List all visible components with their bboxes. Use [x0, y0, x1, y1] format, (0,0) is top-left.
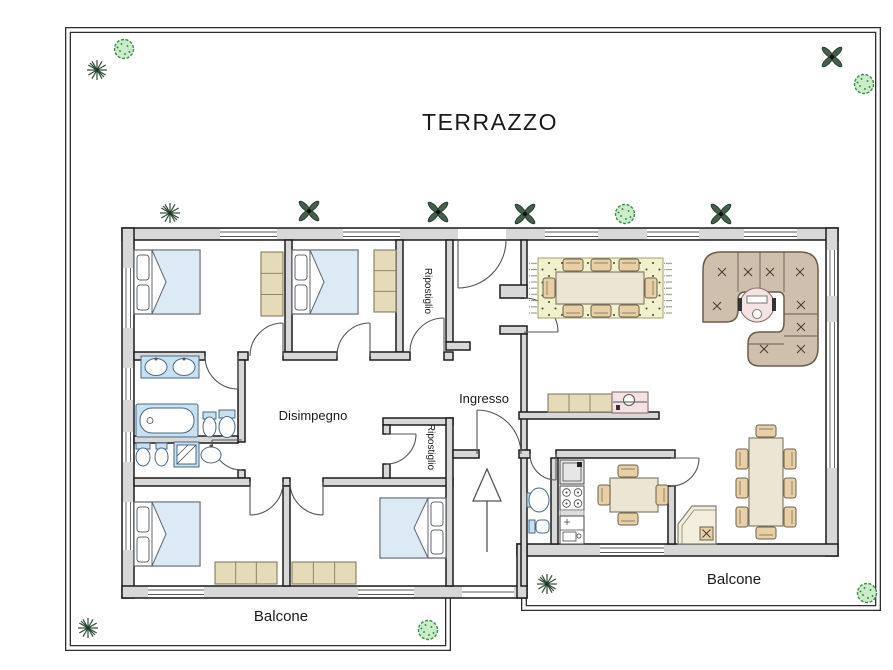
- washbasin-icon: [200, 444, 222, 464]
- dining-chair-icon: [590, 304, 612, 318]
- dining-chair-icon: [617, 512, 639, 526]
- dining-chair-icon: [590, 258, 612, 272]
- counter-strip: [559, 509, 585, 517]
- toilet-icon: [528, 519, 550, 534]
- door-swing-icon: [529, 453, 557, 481]
- door-swing-icon: [249, 322, 284, 357]
- dining-chair-icon: [597, 484, 611, 506]
- double-bed-icon: [133, 501, 201, 567]
- living-room-furniture: [529, 251, 819, 540]
- bush-icon: [853, 73, 875, 95]
- bidet-icon: [154, 442, 169, 467]
- dining-chair-icon: [617, 464, 639, 478]
- propeller-plant-icon: [513, 202, 537, 226]
- wardrobe-icon: [291, 561, 357, 585]
- spiky-plant-icon: [536, 573, 558, 595]
- entrance-arrow-icon: [472, 467, 502, 552]
- kitchen-furniture: [559, 459, 717, 545]
- bidet-icon: [202, 411, 217, 438]
- door-swing-icon: [211, 439, 243, 471]
- double-bed-icon: [291, 249, 359, 315]
- wardrobe-icon: [373, 249, 397, 313]
- dining-chair-icon: [783, 506, 797, 528]
- bush-icon: [614, 203, 636, 225]
- door-swing-icon: [457, 239, 507, 289]
- dining-chair-icon: [562, 304, 584, 318]
- dining-chair-icon: [542, 277, 556, 299]
- dining-table-icon: [555, 271, 645, 305]
- dining-chair-icon: [618, 304, 640, 318]
- dining-chair-icon: [644, 277, 658, 299]
- door-swing-icon: [289, 481, 324, 516]
- disimpegno-label: Disimpegno: [278, 408, 348, 423]
- door-swing-icon: [249, 481, 284, 516]
- kitchen-table-icon: [609, 477, 659, 513]
- balcone-right-label: Balcone: [706, 571, 762, 588]
- double-bed-icon: [379, 497, 447, 559]
- corner-bench-icon: [677, 505, 717, 545]
- bedroom-furniture: [133, 249, 447, 585]
- ripostiglio-middle-label: Ripostiglio: [425, 423, 436, 471]
- terrace-border: [65, 27, 881, 651]
- toilet-icon: [218, 409, 236, 438]
- door-swing-icon: [385, 433, 417, 465]
- coffee-table-icon: [738, 287, 776, 323]
- dining-table-icon: [748, 437, 784, 527]
- dining-chair-icon: [655, 484, 669, 506]
- bush-icon: [417, 619, 439, 641]
- door-swing-icon: [204, 355, 239, 390]
- stove-icon: [559, 485, 585, 511]
- dining-chair-icon: [735, 506, 749, 528]
- dining-chair-icon: [783, 448, 797, 470]
- dining-chair-icon: [618, 258, 640, 272]
- dining-chair-icon: [755, 526, 777, 540]
- dining-chair-icon: [783, 477, 797, 499]
- door-swings: [204, 239, 700, 516]
- bathroom-fixtures: [135, 355, 550, 534]
- double-sink-icon: [140, 355, 200, 379]
- washbasin-icon: [526, 487, 550, 513]
- kitchen-sink-icon: [559, 515, 585, 545]
- dining-chair-icon: [735, 448, 749, 470]
- corner-sofa-icon: [702, 251, 819, 367]
- propeller-plant-icon: [426, 200, 450, 224]
- door-swing-icon: [670, 457, 700, 487]
- propeller-plant-icon: [820, 45, 844, 69]
- shower-icon: [173, 441, 200, 468]
- terrazzo-label: TERRAZZO: [422, 109, 558, 135]
- dining-chair-icon: [562, 258, 584, 272]
- spiky-plant-icon: [86, 59, 108, 81]
- ripostiglio-top-label: Ripostiglio: [422, 267, 433, 315]
- fridge-icon: [559, 459, 585, 485]
- double-bed-icon: [133, 249, 201, 315]
- dining-chair-icon: [735, 477, 749, 499]
- balcone-left-label: Balcone: [253, 608, 309, 625]
- wardrobe-icon: [214, 561, 278, 585]
- wardrobe-icon: [260, 251, 284, 317]
- windows: [123, 229, 837, 597]
- spiky-plant-icon: [77, 617, 99, 639]
- propeller-plant-icon: [297, 199, 321, 223]
- dining-chair-icon: [755, 424, 777, 438]
- bathtub-icon: [135, 403, 199, 438]
- door-swing-icon: [336, 322, 371, 357]
- propeller-plant-icon: [709, 202, 733, 226]
- bush-icon: [856, 582, 878, 604]
- ingresso-label: Ingresso: [459, 391, 509, 406]
- bush-icon: [113, 38, 135, 60]
- spiky-plant-icon: [159, 202, 181, 224]
- door-swing-icon: [409, 317, 445, 353]
- sideboard-icon: [547, 391, 649, 414]
- door-swing-icon: [476, 409, 522, 455]
- toilet-icon: [135, 442, 151, 467]
